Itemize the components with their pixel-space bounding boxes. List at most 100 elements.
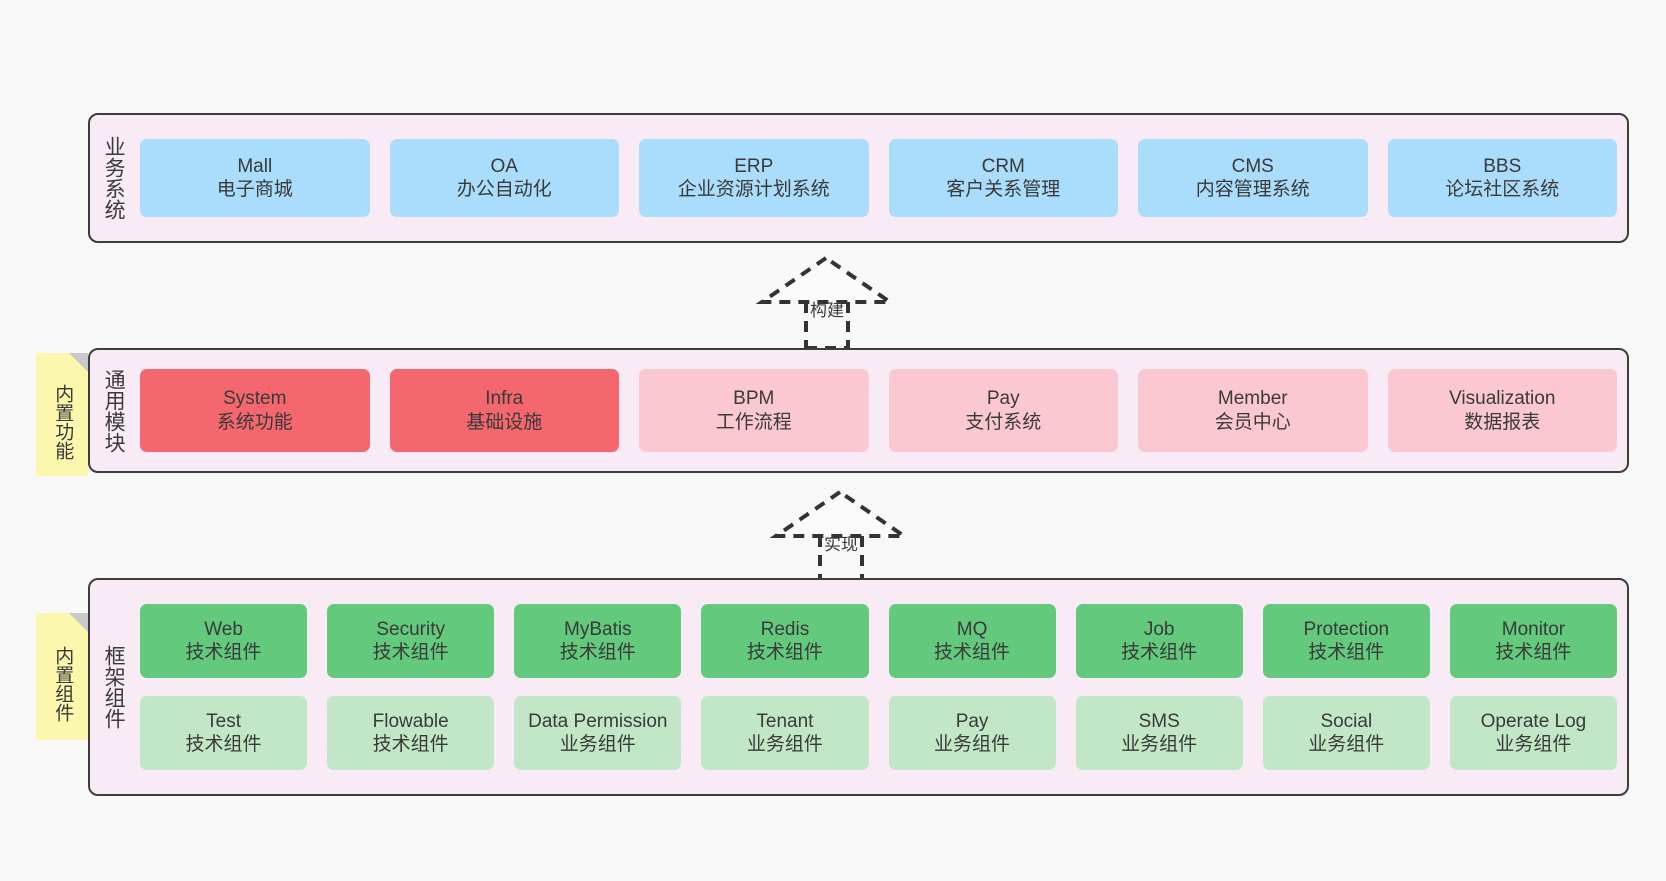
note-builtin-features: 内置功能 — [36, 353, 88, 476]
layer-title-common-modules: 通用模块 — [102, 368, 126, 453]
box-web[interactable]: Web 技术组件 — [140, 604, 308, 678]
layer-framework-components: 框架组件 Web 技术组件 Security 技术组件 MyBatis 技术组件… — [88, 578, 1629, 796]
box-visualization[interactable]: Visualization 数据报表 — [1387, 369, 1617, 452]
box-cms-desc: 内容管理系统 — [1195, 179, 1310, 200]
box-pay-module[interactable]: Pay 支付系统 — [888, 369, 1118, 452]
box-mybatis[interactable]: MyBatis 技术组件 — [514, 604, 682, 678]
box-test-name: Test — [206, 710, 241, 732]
box-data-permission-name: Data Permission — [528, 710, 668, 732]
box-infra-name: Infra — [485, 388, 524, 410]
box-mq-name: MQ — [956, 618, 988, 640]
box-sms-name: SMS — [1138, 710, 1180, 732]
box-operate-log-desc: 业务组件 — [1495, 734, 1572, 755]
box-oa-name: OA — [490, 155, 518, 177]
box-oa[interactable]: OA 办公自动化 — [389, 139, 619, 217]
box-crm-desc: 客户关系管理 — [946, 179, 1061, 200]
box-bbs-desc: 论坛社区系统 — [1445, 179, 1560, 200]
box-redis[interactable]: Redis 技术组件 — [701, 604, 869, 678]
box-security-name: Security — [376, 618, 445, 640]
box-job-name: Job — [1143, 618, 1175, 640]
layer-title-framework-components: 框架组件 — [102, 645, 126, 729]
connector-implement-label: 实现 — [824, 535, 858, 554]
note-fold-corner-icon-2 — [69, 613, 88, 632]
box-erp-name: ERP — [734, 155, 774, 177]
box-security-desc: 技术组件 — [372, 642, 449, 663]
box-bpm-name: BPM — [733, 388, 775, 410]
box-mybatis-desc: 技术组件 — [559, 642, 636, 663]
layer-body-business-systems: Mall 电子商城 OA 办公自动化 ERP 企业资源计划系统 CRM 客户关系… — [136, 115, 1627, 241]
box-visualization-name: Visualization — [1449, 388, 1556, 410]
box-tenant[interactable]: Tenant 业务组件 — [701, 696, 869, 770]
note-builtin-components: 内置组件 — [36, 613, 88, 740]
box-pay-component-desc: 业务组件 — [934, 734, 1011, 755]
box-member-name: Member — [1217, 388, 1288, 410]
box-monitor-desc: 技术组件 — [1495, 642, 1572, 663]
box-member-desc: 会员中心 — [1214, 411, 1291, 433]
box-social[interactable]: Social 业务组件 — [1262, 696, 1430, 770]
box-mq[interactable]: MQ 技术组件 — [888, 604, 1056, 678]
box-pay-component[interactable]: Pay 业务组件 — [888, 696, 1056, 770]
box-data-permission[interactable]: Data Permission 业务组件 — [514, 696, 682, 770]
note-builtin-features-text: 内置功能 — [52, 383, 74, 460]
box-mall[interactable]: Mall 电子商城 — [140, 139, 370, 217]
box-protection-desc: 技术组件 — [1308, 642, 1385, 663]
box-redis-desc: 技术组件 — [746, 642, 823, 663]
box-flowable-name: Flowable — [372, 710, 449, 732]
box-social-name: Social — [1320, 710, 1373, 732]
box-bpm[interactable]: BPM 工作流程 — [639, 369, 869, 452]
box-system-name: System — [223, 388, 287, 410]
box-system[interactable]: System 系统功能 — [140, 369, 370, 452]
box-cms[interactable]: CMS 内容管理系统 — [1138, 139, 1368, 217]
box-monitor[interactable]: Monitor 技术组件 — [1449, 604, 1617, 678]
box-protection-name: Protection — [1303, 618, 1390, 640]
box-web-name: Web — [204, 618, 243, 640]
box-mybatis-name: MyBatis — [564, 618, 632, 640]
layer-body-common-modules: System 系统功能 Infra 基础设施 BPM 工作流程 Pay 支付系统… — [136, 350, 1627, 471]
row-common-modules: System 系统功能 Infra 基础设施 BPM 工作流程 Pay 支付系统… — [140, 369, 1617, 452]
box-bbs-name: BBS — [1483, 155, 1522, 177]
box-mq-desc: 技术组件 — [934, 642, 1011, 663]
layer-common-modules: 通用模块 System 系统功能 Infra 基础设施 BPM 工作流程 Pay… — [88, 348, 1629, 473]
box-job[interactable]: Job 技术组件 — [1075, 604, 1243, 678]
row-business-components: Test 技术组件 Flowable 技术组件 Data Permission … — [140, 696, 1617, 770]
box-bbs[interactable]: BBS 论坛社区系统 — [1387, 139, 1617, 217]
box-cms-name: CMS — [1231, 155, 1274, 177]
box-erp[interactable]: ERP 企业资源计划系统 — [639, 139, 869, 217]
box-crm[interactable]: CRM 客户关系管理 — [888, 139, 1118, 217]
box-oa-desc: 办公自动化 — [456, 179, 552, 200]
box-sms-desc: 业务组件 — [1121, 734, 1198, 755]
note-fold-corner-icon — [69, 353, 88, 372]
box-data-permission-desc: 业务组件 — [559, 734, 636, 755]
box-flowable-desc: 技术组件 — [372, 734, 449, 755]
box-pay-module-name: Pay — [986, 388, 1020, 410]
box-social-desc: 业务组件 — [1308, 734, 1385, 755]
note-builtin-components-text: 内置组件 — [52, 645, 74, 722]
box-flowable[interactable]: Flowable 技术组件 — [327, 696, 495, 770]
box-crm-name: CRM — [981, 155, 1025, 177]
row-tech-components: Web 技术组件 Security 技术组件 MyBatis 技术组件 Redi… — [140, 604, 1617, 678]
connector-build-label: 构建 — [810, 301, 844, 320]
connector-build: 构建 — [755, 252, 906, 350]
box-infra[interactable]: Infra 基础设施 — [389, 369, 619, 452]
box-job-desc: 技术组件 — [1121, 642, 1198, 663]
box-system-desc: 系统功能 — [216, 411, 293, 433]
box-test[interactable]: Test 技术组件 — [140, 696, 308, 770]
row-business-systems: Mall 电子商城 OA 办公自动化 ERP 企业资源计划系统 CRM 客户关系… — [140, 139, 1617, 217]
box-operate-log-name: Operate Log — [1480, 710, 1587, 732]
box-visualization-desc: 数据报表 — [1464, 411, 1541, 433]
box-protection[interactable]: Protection 技术组件 — [1262, 604, 1430, 678]
box-pay-module-desc: 支付系统 — [965, 411, 1042, 433]
box-erp-desc: 企业资源计划系统 — [677, 179, 830, 200]
box-member[interactable]: Member 会员中心 — [1138, 369, 1368, 452]
layer-title-business-systems: 业务系统 — [102, 136, 126, 220]
box-mall-desc: 电子商城 — [216, 179, 293, 200]
box-operate-log[interactable]: Operate Log 业务组件 — [1449, 696, 1617, 770]
box-monitor-name: Monitor — [1501, 618, 1566, 640]
layer-body-framework-components: Web 技术组件 Security 技术组件 MyBatis 技术组件 Redi… — [136, 580, 1627, 794]
box-mall-name: Mall — [237, 155, 273, 177]
box-sms[interactable]: SMS 业务组件 — [1075, 696, 1243, 770]
box-tenant-desc: 业务组件 — [746, 734, 823, 755]
box-security[interactable]: Security 技术组件 — [327, 604, 495, 678]
box-bpm-desc: 工作流程 — [715, 411, 792, 433]
